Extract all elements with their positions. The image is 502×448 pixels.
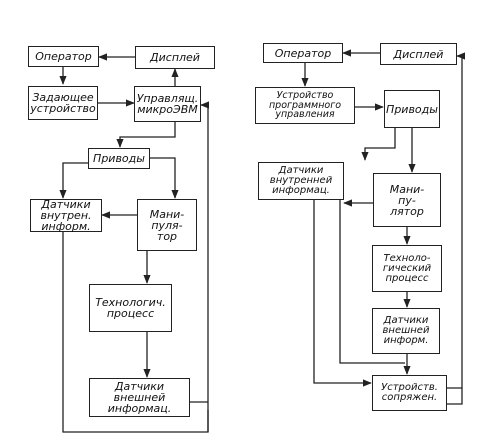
right-drives-label: Приводы [386,102,438,116]
left-display-box: Дисплей [135,46,215,69]
right-external-sensors-box: Датчики внешней информ. [372,308,440,354]
right-drives-box: Приводы [384,90,440,128]
left-display-label: Дисплей [150,51,200,64]
edge-right-internal-branch [339,200,405,364]
left-internal-sensors-label: Датчики внутрен. информ. [40,198,92,233]
right-interface-label: Устройств. сопряжен. [381,382,438,403]
left-process-label: Технологич. процесс [95,296,166,320]
left-external-sensors-box: Датчики внешней информац. [89,378,190,417]
edge-left-control-drives [116,122,176,148]
left-drives-box: Приводы [88,148,150,169]
right-program-device-label: Устройство программного управления [268,90,342,121]
right-display-label: Дисплей [393,47,444,61]
right-external-sensors-label: Датчики внешней информ. [382,315,430,346]
left-internal-sensors-box: Датчики внутрен. информ. [30,199,102,232]
left-drives-label: Приводы [93,152,145,165]
left-operator-box: Оператор [28,46,99,67]
edge-left-drives-manipulator [150,157,179,199]
left-control-label: Управлящ. микроЭВМ [136,92,199,116]
left-process-box: Технологич. процесс [89,284,172,332]
edge-left-feedback-control [200,101,210,432]
right-manipulator-label: Мани- пу- лятор [389,182,425,218]
edge-right-interface-display [447,52,466,389]
right-operator-label: Оператор [274,46,332,60]
right-process-label: Техноло- гический процесс [382,252,432,284]
right-program-device-box: Устройство программного управления [255,87,355,124]
left-setter-box: Задающее устройство [28,86,98,120]
right-process-box: Техноло- гический процесс [372,245,442,292]
edge-right-drives-internal [361,128,396,161]
right-manipulator-box: Мани- пу- лятор [373,173,441,227]
right-interface-box: Устройств. сопряжен. [372,375,447,411]
right-display-box: Дисплей [380,43,457,65]
left-external-sensors-label: Датчики внешней информац. [107,380,172,415]
right-internal-sensors-box: Датчики внутренней информац. [258,162,344,200]
left-control-box: Управлящ. микроЭВМ [134,86,201,122]
right-operator-box: Оператор [263,43,343,63]
left-operator-label: Оператор [35,50,92,63]
right-internal-sensors-label: Датчики внутренней информац. [269,165,333,196]
left-manipulator-label: Мани- пуля- тор [149,207,185,243]
edge-right-internal-interface [313,200,372,387]
left-setter-label: Задающее устройство [30,91,96,115]
edge-left-drives-internal [59,162,88,199]
left-manipulator-box: Мани- пуля- тор [137,199,197,251]
